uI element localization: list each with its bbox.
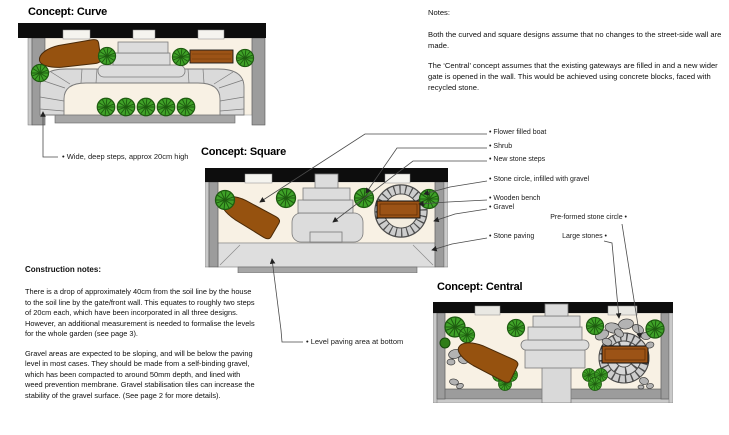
construction-notes-paragraph: Gravel areas are expected to be sloping,…: [25, 348, 255, 400]
callout-pre-formed-circle: Pre-formed stone circle: [550, 214, 627, 221]
step-joints: [39, 68, 245, 112]
construction-notes-block: Construction notes: There is a drop of a…: [25, 264, 255, 411]
construction-notes-paragraph: There is a drop of approximately 40cm fr…: [25, 287, 255, 339]
wooden-bench: [376, 200, 421, 219]
callout-wooden-bench: Wooden bench: [489, 195, 540, 202]
callout-stone-circle: Stone circle, infilled with gravel: [489, 176, 589, 183]
gateways: [62, 29, 225, 40]
curve-title: Concept: Curve: [28, 6, 108, 18]
curved-steps: [39, 68, 245, 116]
notes-paragraph: Both the curved and square designs assum…: [428, 29, 722, 50]
callout-shrub: Shrub: [489, 143, 512, 150]
notes-paragraph: The ‘Central’ concept assumes that the e…: [428, 61, 718, 92]
square-plan-drawing: [205, 168, 448, 273]
callout-new-stone-steps: New stone steps: [489, 156, 545, 163]
notes-heading: Notes:: [428, 8, 450, 17]
central-title: Concept: Central: [437, 281, 523, 293]
stone-steps: [520, 303, 590, 403]
callout-gravel: Gravel: [489, 204, 514, 211]
callout-level-paving: Level paving area at bottom: [306, 337, 404, 346]
central-plan-drawing: [433, 302, 673, 403]
street-strip: [237, 266, 418, 273]
notes-block: Notes: Both the curved and square design…: [428, 8, 727, 104]
square-title: Concept: Square: [201, 146, 287, 158]
level-paving: [217, 242, 436, 268]
shrubs: [439, 316, 665, 391]
callout-wide-steps: Wide, deep steps, approx 20cm high: [62, 152, 189, 161]
stone-steps: [97, 41, 186, 78]
callout-stone-paving: Stone paving: [489, 233, 534, 240]
callout-large-stones: Large stones: [562, 233, 607, 240]
right-wall: [251, 37, 266, 126]
wooden-bench: [601, 345, 649, 364]
left-wall: [436, 312, 446, 400]
construction-notes-heading: Construction notes:: [25, 265, 101, 274]
wooden-bench: [189, 49, 234, 64]
callout-flower-boat: Flower filled boat: [489, 129, 546, 136]
curve-plan-drawing: [18, 23, 266, 126]
